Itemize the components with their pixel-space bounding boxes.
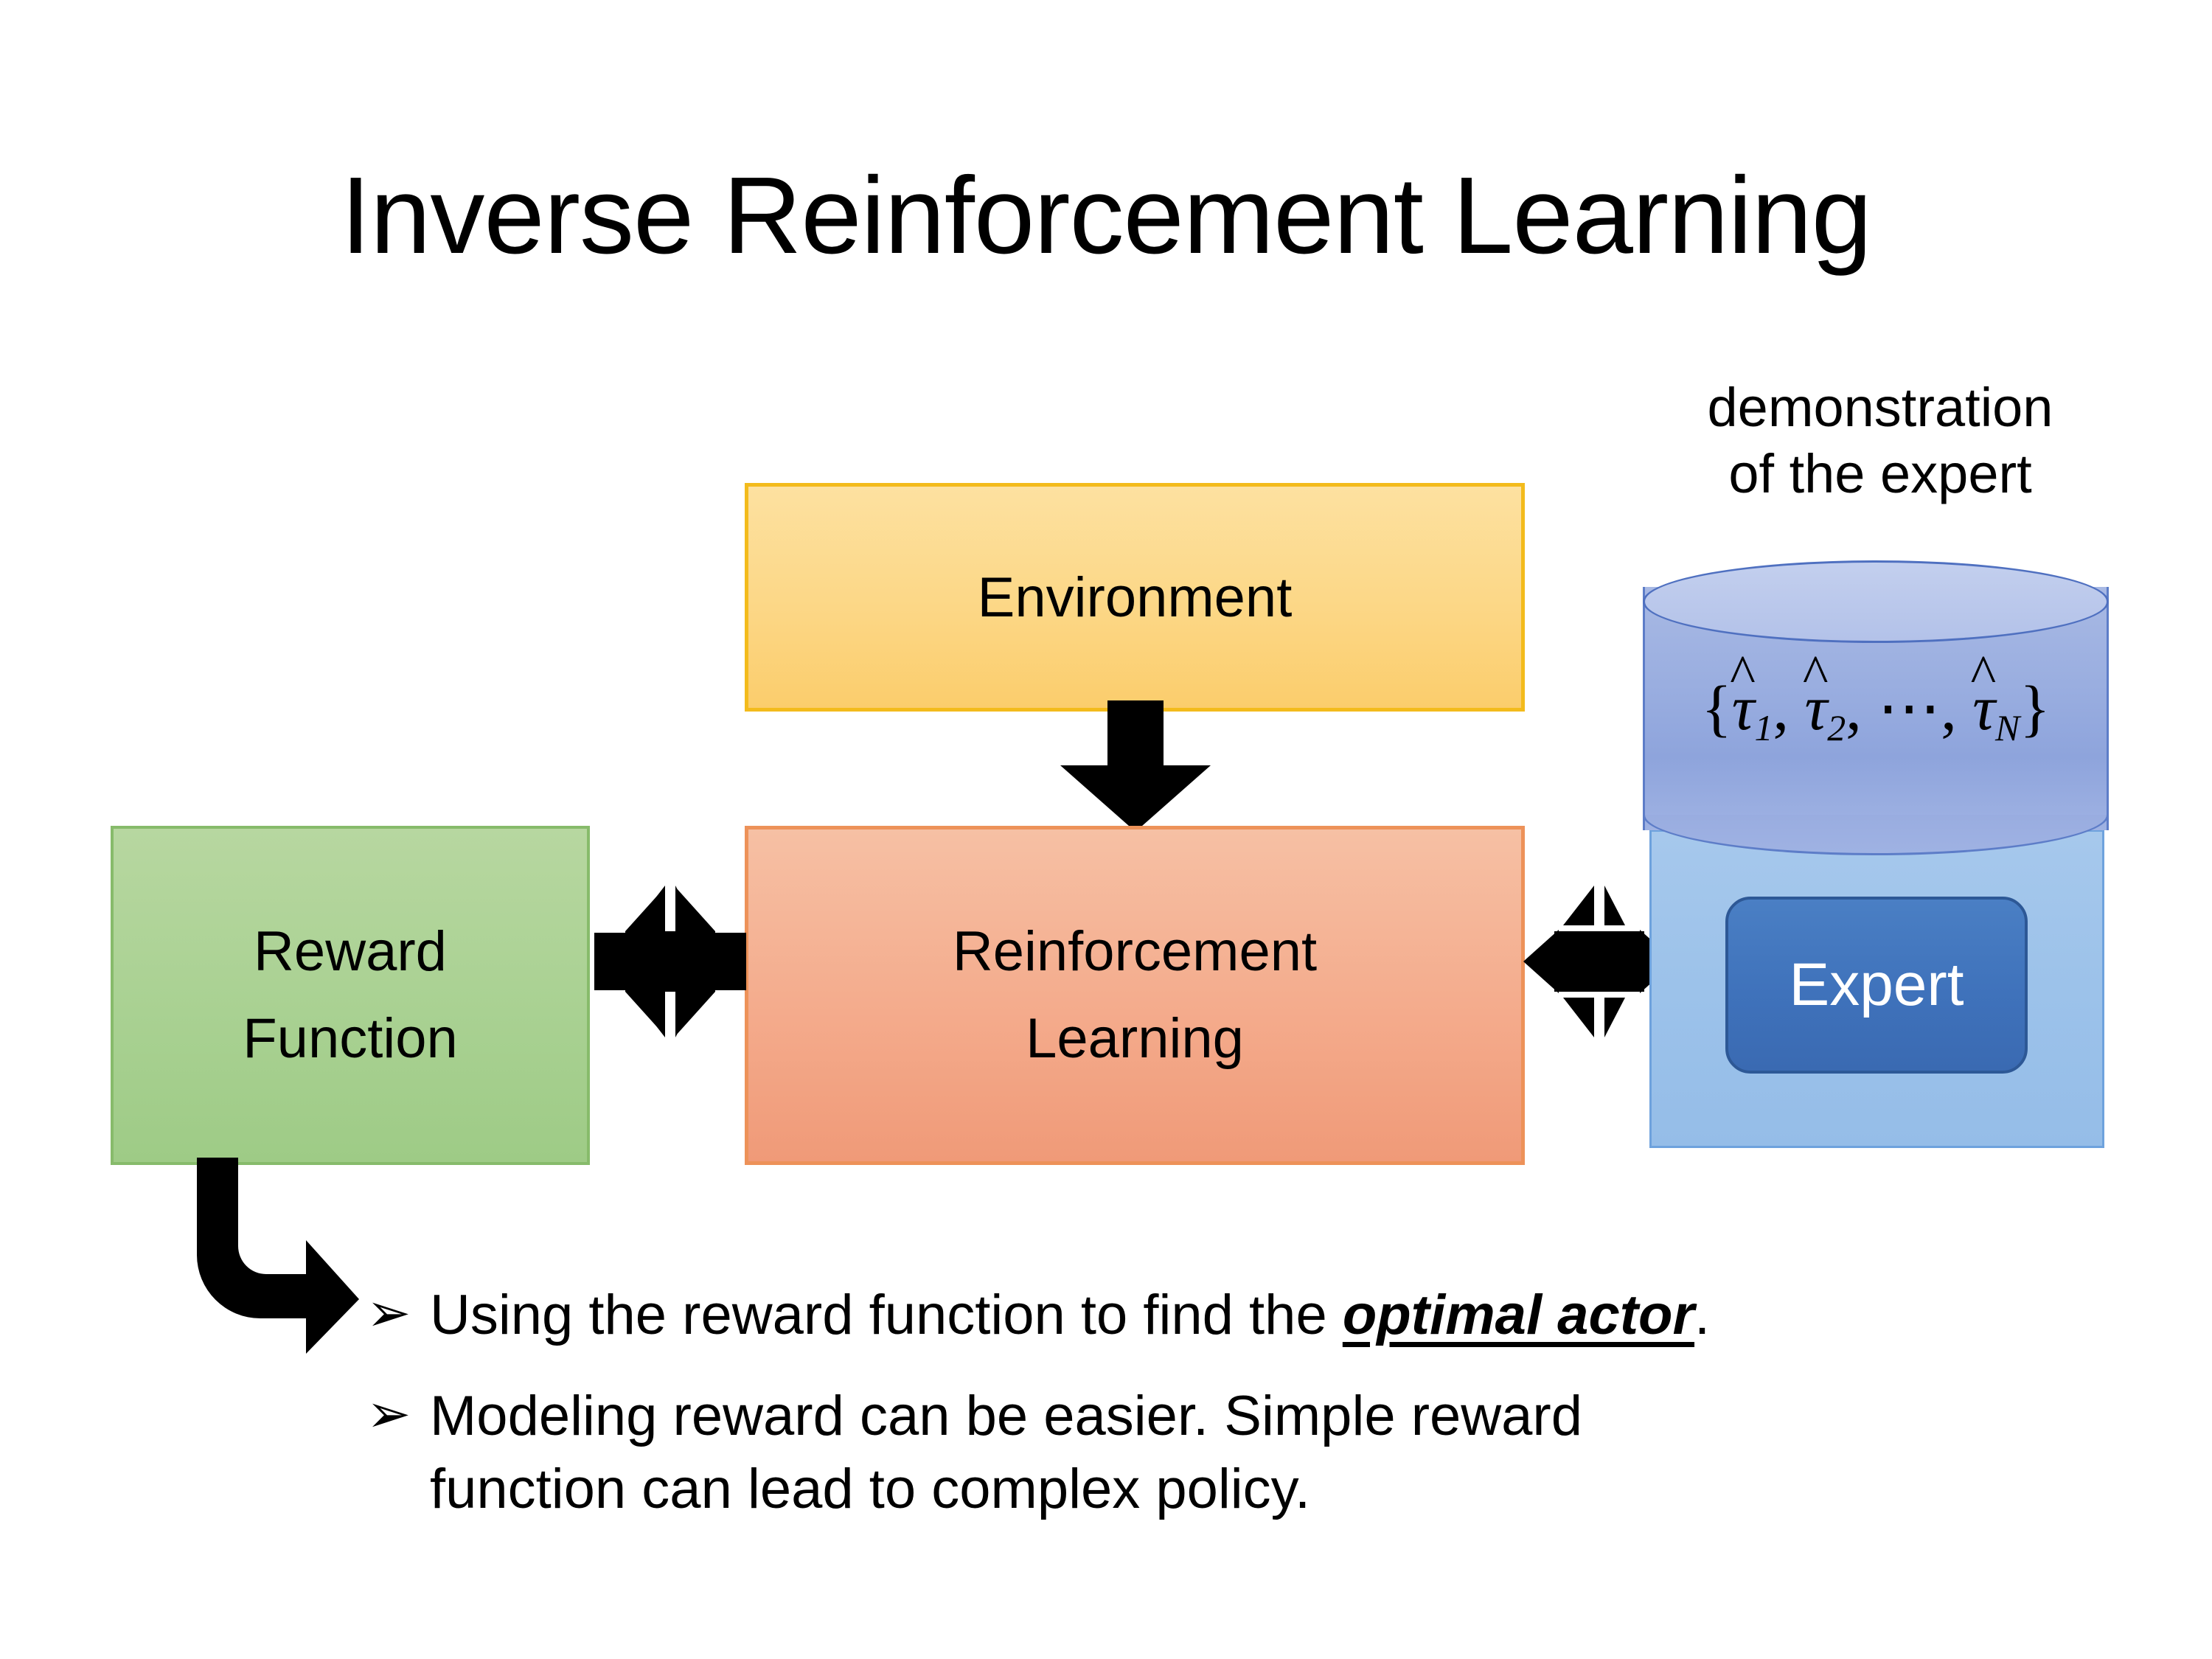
demonstration-cylinder: {^τ1, ^τ2, ⋯, ^τN} — [1643, 560, 2109, 855]
hat-2: ^ — [1802, 643, 1829, 704]
bullet-2-text: Modeling reward can be easier. Simple re… — [430, 1380, 2062, 1526]
list-item: ➢ Modeling reward can be easier. Simple … — [366, 1380, 2062, 1526]
trajectory-set-label: {^τ1, ^τ2, ⋯, ^τN} — [1643, 644, 2109, 749]
rl-label-line1: Reinforcement — [952, 920, 1318, 984]
expert-box[interactable]: Expert — [1725, 897, 2028, 1074]
reward-rl-quad-arrow-icon — [594, 884, 746, 1039]
environment-to-rl-arrow-icon — [1060, 700, 1211, 832]
environment-box[interactable]: Environment — [745, 483, 1525, 712]
bullet-list: ➢ Using the reward function to find the … — [366, 1279, 2062, 1554]
list-item: ➢ Using the reward function to find the … — [366, 1279, 2062, 1352]
demonstration-caption-line1: demonstration — [1707, 377, 2053, 438]
cylinder-top-ellipse — [1643, 560, 2109, 643]
open-brace: { — [1701, 672, 1732, 743]
rl-label-line2: Learning — [1026, 1007, 1244, 1070]
hat-n: ^ — [1970, 643, 1997, 704]
expert-box-label: Expert — [1789, 951, 1964, 1018]
tau-glyph-2: τ — [1804, 672, 1828, 743]
tau-2: ^τ — [1803, 644, 1829, 745]
reward-function-box-label: Reward Function — [243, 908, 458, 1082]
bullet-marker-icon: ➢ — [366, 1284, 411, 1343]
bullet-1-text-after: . — [1694, 1284, 1711, 1346]
rl-expert-quad-arrow-icon — [1523, 884, 1675, 1039]
tau-1-subscript: 1 — [1754, 707, 1773, 748]
reward-to-bullet-bent-arrow-icon — [197, 1158, 359, 1354]
reward-function-box[interactable]: Reward Function — [111, 826, 590, 1165]
bullet-1-text: Using the reward function to find the op… — [430, 1279, 2062, 1352]
bullet-2-line1: Modeling reward can be easier. Simple re… — [430, 1384, 1583, 1447]
tau-glyph-1: τ — [1731, 672, 1755, 743]
hat-1: ^ — [1730, 643, 1756, 704]
demonstration-caption-line2: of the expert — [1728, 443, 2032, 505]
tau-n: ^τ — [1971, 644, 1997, 745]
reinforcement-learning-box[interactable]: Reinforcement Learning — [745, 826, 1525, 1165]
bullet-1-emphasis: optimal actor — [1342, 1284, 1695, 1346]
comma-1: , — [1773, 672, 1789, 743]
reinforcement-learning-box-label: Reinforcement Learning — [953, 908, 1317, 1082]
tau-n-subscript: N — [1994, 707, 2020, 748]
environment-box-label: Environment — [977, 566, 1293, 629]
comma-3: , — [1941, 672, 1957, 743]
bullet-2-line2: function can lead to complex policy. — [430, 1457, 1311, 1520]
reward-label-line2: Function — [243, 1007, 458, 1070]
bullet-1-text-before: Using the reward function to find the — [430, 1284, 1343, 1346]
tau-2-subscript: 2 — [1827, 707, 1846, 748]
comma-2: , — [1846, 672, 1862, 743]
reward-label-line1: Reward — [254, 920, 447, 984]
close-brace: } — [2020, 672, 2051, 743]
tau-1: ^τ — [1730, 644, 1756, 745]
tau-glyph-n: τ — [1972, 672, 1995, 743]
demonstration-caption: demonstration of the expert — [1622, 375, 2138, 508]
ellipsis: ⋯ — [1877, 672, 1941, 743]
bullet-marker-icon: ➢ — [366, 1384, 411, 1444]
page-title: Inverse Reinforcement Learning — [340, 155, 1872, 276]
